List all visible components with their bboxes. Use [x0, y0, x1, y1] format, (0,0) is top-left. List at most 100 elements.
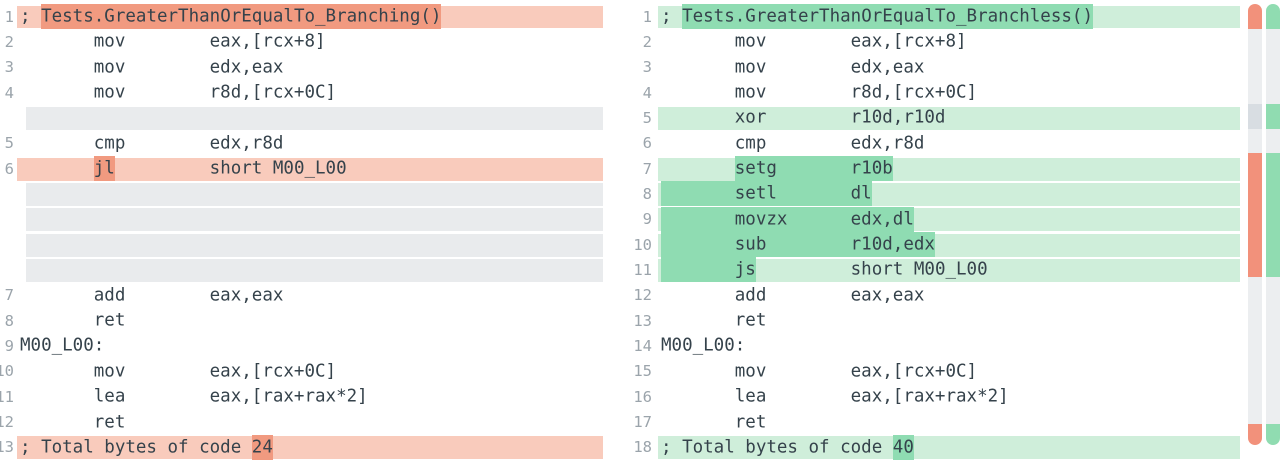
line-number: 7: [4, 286, 14, 305]
asm-text: mov edx,eax: [20, 55, 284, 80]
line-number: 12: [633, 286, 652, 305]
asm-segment: ;: [661, 6, 683, 27]
line-number: 2: [4, 32, 14, 51]
asm-segment: ret: [20, 310, 126, 331]
code-line: 5 cmp edx,r8d: [0, 131, 603, 156]
asm-text: setl dl: [661, 181, 872, 207]
diff-line-band: [658, 436, 1240, 460]
line-number: 5: [4, 134, 14, 153]
diff-token: 24: [251, 434, 273, 460]
gap-band: [26, 233, 603, 257]
line-number: 10: [0, 362, 14, 381]
asm-segment: cmp edx,r8d: [661, 133, 925, 154]
line-number: 16: [633, 387, 652, 406]
asm-segment: ;: [20, 6, 42, 27]
diff-pane-right: 1; Tests.GreaterThanOrEqualTo_Branchless…: [603, 4, 1240, 466]
asm-segment: ret: [661, 310, 767, 331]
asm-segment: ret: [661, 412, 767, 432]
line-number: 7: [642, 159, 652, 178]
asm-text: add eax,eax: [661, 283, 925, 308]
ruler-segment-gap: [1248, 104, 1262, 129]
code-line: 5 xor r10d,r10d: [603, 106, 1240, 131]
ruler-segment-same: [1248, 277, 1262, 424]
line-number: 1: [4, 7, 14, 26]
gap-line: [0, 233, 603, 258]
asm-text: ; Total bytes of code 40: [661, 434, 914, 460]
gap-line: [0, 182, 603, 207]
code-line: 16 lea eax,[rax+rax*2]: [603, 385, 1240, 410]
ruler-segment-same: [1266, 129, 1280, 153]
asm-segment: mov eax,[rcx+8]: [661, 31, 967, 52]
diff-line-band: [17, 436, 603, 460]
line-number: 3: [642, 58, 652, 77]
ruler-segment-added: [1266, 4, 1280, 29]
code-line: 3 mov edx,eax: [603, 55, 1240, 80]
asm-text: mov r8d,[rcx+0C]: [20, 81, 336, 106]
asm-text: mov edx,eax: [661, 55, 925, 80]
asm-segment: mov edx,eax: [661, 57, 925, 78]
asm-segment: mov eax,[rcx+0C]: [20, 361, 337, 382]
asm-text: ret: [20, 309, 126, 334]
gap-line: [0, 106, 603, 131]
asm-text: setg r10b: [661, 156, 893, 182]
asm-text: ret: [661, 410, 767, 435]
code-line: 10 mov eax,[rcx+0C]: [0, 359, 603, 384]
code-lines-left: 1; Tests.GreaterThanOrEqualTo_Branching(…: [0, 4, 603, 461]
ruler-segment-removed: [1248, 4, 1262, 29]
asm-segment: M00_L00:: [20, 335, 105, 356]
asm-text: sub r10d,edx: [661, 232, 935, 258]
asm-segment: ; Total bytes of code: [20, 437, 252, 458]
asm-text: mov r8d,[rcx+0C]: [661, 81, 977, 106]
line-number: 8: [642, 184, 652, 203]
asm-text: lea eax,[rax+rax*2]: [661, 385, 1009, 410]
code-line: 11 js short M00_L00: [603, 257, 1240, 283]
asm-segment: [20, 156, 94, 181]
code-line: 3 mov edx,eax: [0, 55, 603, 80]
line-number: 4: [4, 83, 14, 102]
diff-token: setl dl: [661, 181, 872, 207]
asm-text: mov eax,[rcx+8]: [661, 30, 967, 55]
line-number: 1: [642, 7, 652, 26]
line-number: 15: [633, 362, 652, 381]
line-number: 12: [0, 413, 14, 431]
overview-ruler-right[interactable]: [1266, 4, 1280, 445]
code-line: 4 mov r8d,[rcx+0C]: [603, 81, 1240, 106]
asm-segment: mov edx,eax: [20, 57, 284, 78]
line-number: 13: [0, 438, 14, 457]
line-number: 3: [4, 58, 14, 77]
asm-text: ret: [661, 309, 767, 334]
line-number: 9: [642, 210, 652, 229]
asm-text: mov eax,[rcx+8]: [20, 30, 326, 55]
line-number: 13: [633, 311, 652, 330]
code-line: 2 mov eax,[rcx+8]: [0, 30, 603, 55]
asm-text: xor r10d,r10d: [661, 106, 946, 131]
asm-text: cmp edx,r8d: [20, 131, 284, 156]
ruler-segment-added: [1266, 153, 1280, 277]
asm-segment: cmp edx,r8d: [20, 133, 284, 154]
diff-token: setg r10b: [734, 156, 893, 182]
code-line: 12 ret: [0, 410, 603, 435]
asm-text: mov eax,[rcx+0C]: [20, 359, 336, 384]
asm-text: js short M00_L00: [661, 257, 988, 283]
overview-ruler-left[interactable]: [1248, 4, 1262, 445]
gap-band: [26, 258, 603, 282]
ruler-segment-removed: [1248, 153, 1262, 277]
code-line: 18; Total bytes of code 40: [603, 434, 1240, 460]
code-line: 1; Tests.GreaterThanOrEqualTo_Branchless…: [603, 4, 1240, 30]
asm-segment: mov eax,[rcx+8]: [20, 31, 326, 52]
asm-segment: ; Total bytes of code: [661, 437, 893, 458]
asm-text: movzx edx,dl: [661, 206, 914, 232]
line-number: 17: [633, 413, 652, 431]
code-line: 17 ret: [603, 410, 1240, 435]
ruler-segment-same: [1248, 29, 1262, 104]
line-number: 4: [642, 83, 652, 102]
line-number: 6: [642, 134, 652, 153]
code-line: 13 ; Total bytes of code 24: [0, 434, 603, 460]
code-line: 6 cmp edx,r8d: [603, 131, 1240, 156]
asm-segment: M00_L00:: [661, 335, 746, 356]
code-line: 15 mov eax,[rcx+0C]: [603, 359, 1240, 384]
ruler-segment-removed: [1248, 424, 1262, 445]
asm-segment: add eax,eax: [661, 285, 925, 306]
line-number: 11: [0, 387, 14, 406]
